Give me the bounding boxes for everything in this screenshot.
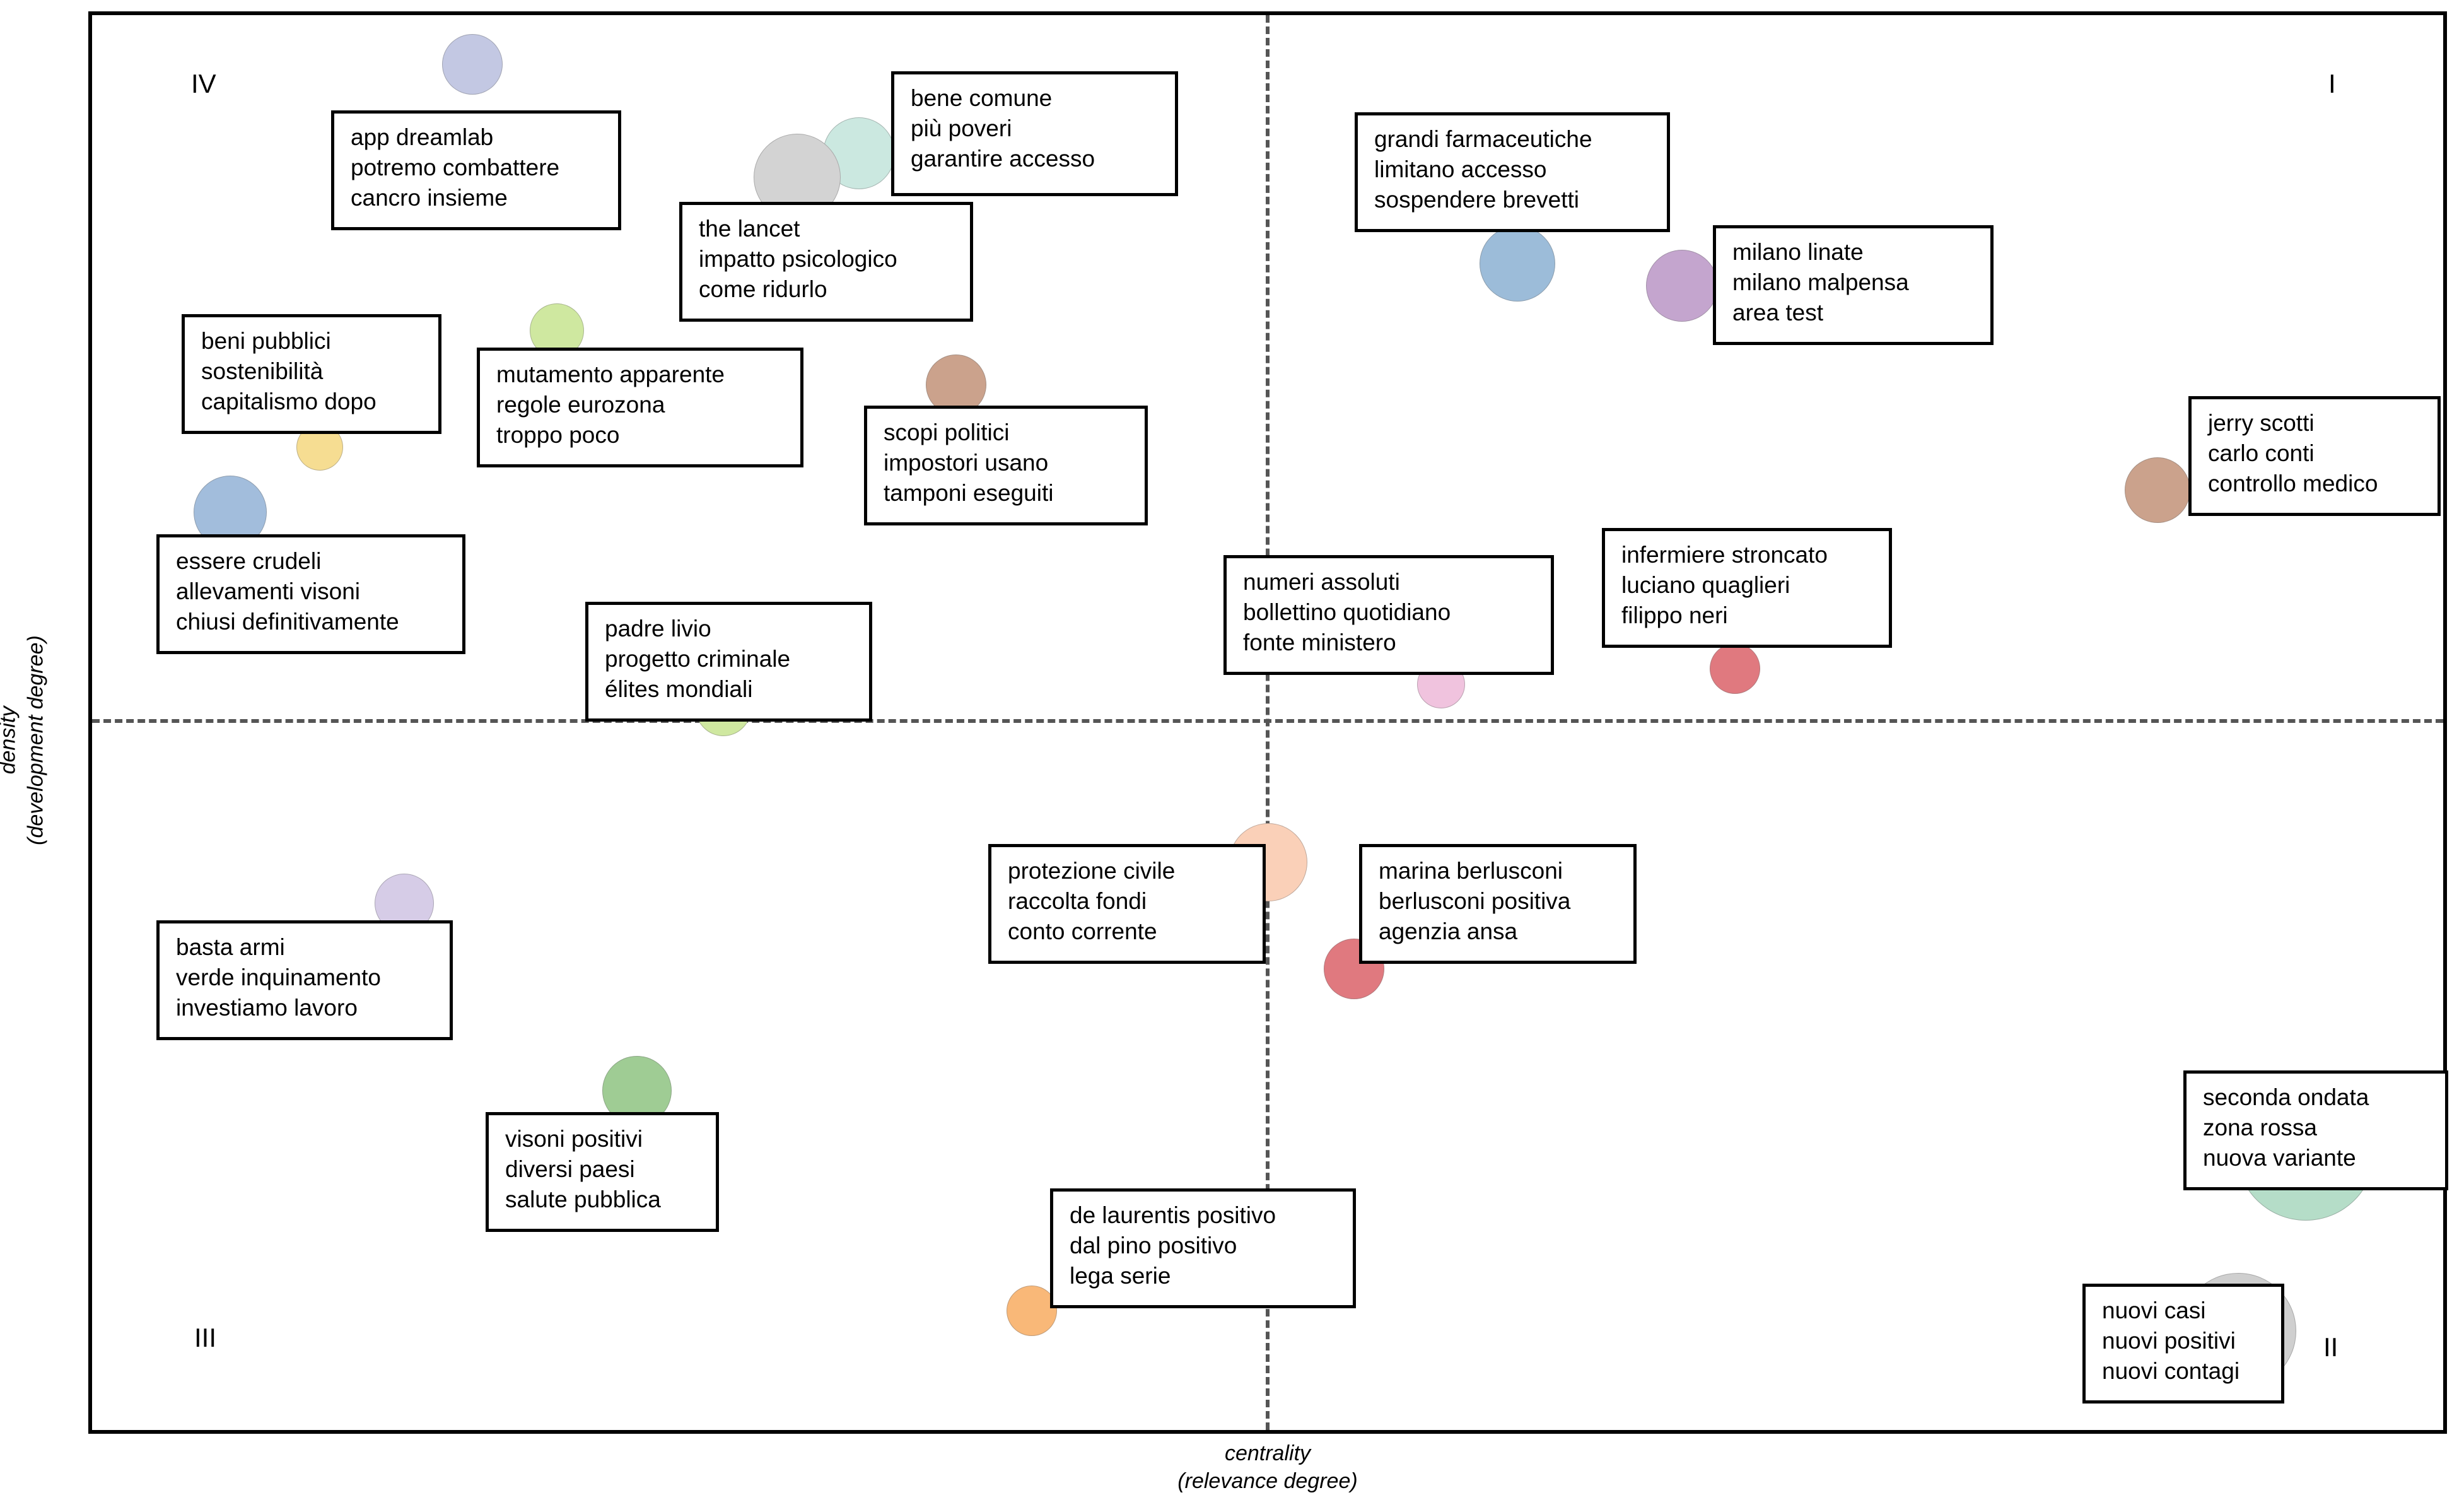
- cluster-term: salute pubblica: [505, 1187, 661, 1213]
- cluster-term: bene comune: [911, 85, 1053, 111]
- cluster-term: luciano quaglieri: [1621, 572, 1790, 599]
- cluster-term: verde inquinamento: [176, 964, 381, 991]
- cluster-bubble-milano-linate[interactable]: [1646, 250, 1718, 322]
- cluster-label-box-padre-livio[interactable]: padre livio progetto criminale élites mond…: [585, 602, 872, 722]
- cluster-label-box-essere-crudeli[interactable]: essere crudeli allevamenti visoni chiusi d…: [156, 534, 465, 654]
- cluster-term: agenzia ansa: [1379, 918, 1518, 945]
- cluster-term: area test: [1732, 300, 1823, 326]
- cluster-label-box-seconda-ondata[interactable]: seconda ondata zona rossa nuova variante: [2183, 1070, 2448, 1190]
- cluster-term: zona rossa: [2203, 1115, 2317, 1141]
- cluster-bubble-grandi-farmaceutiche[interactable]: [1480, 226, 1555, 302]
- cluster-bubble-de-laurentis[interactable]: [1007, 1286, 1057, 1336]
- cluster-term: capitalismo dopo: [201, 389, 377, 415]
- cluster-label-box-marina-berlusconi[interactable]: marina berlusconi berlusconi positiva agen…: [1359, 844, 1637, 964]
- cluster-term: limitano accesso: [1374, 156, 1547, 183]
- cluster-term: mutamento apparente: [496, 361, 725, 387]
- cluster-label-box-beni-pubblici[interactable]: beni pubblici sostenibilità capitalismo do…: [182, 314, 441, 434]
- cluster-term: visoni positivi: [505, 1126, 643, 1152]
- cluster-term: raccolta fondi: [1008, 888, 1147, 915]
- cluster-term: scopi politici: [884, 419, 1010, 445]
- cluster-term: beni pubblici: [201, 328, 331, 354]
- cluster-term: impostori usano: [884, 450, 1049, 476]
- cluster-label-box-mutamento-apparente[interactable]: mutamento apparente regole eurozona troppo…: [477, 348, 803, 467]
- cluster-term: protezione civile: [1008, 858, 1176, 884]
- x-axis-title-line2: (relevance degree): [1177, 1468, 1358, 1493]
- cluster-term: app dreamlab: [351, 124, 494, 150]
- cluster-term: lega serie: [1070, 1263, 1171, 1289]
- cluster-term: nuova variante: [2203, 1145, 2356, 1171]
- cluster-term: milano linate: [1732, 239, 1864, 265]
- x-axis-title-line1: centrality: [1224, 1441, 1311, 1465]
- cluster-term: troppo poco: [496, 422, 620, 448]
- y-axis-title-line2: (development degree): [23, 635, 47, 845]
- quadrant-label-i: I: [2328, 69, 2336, 98]
- cluster-term: sospendere brevetti: [1374, 187, 1579, 213]
- x-axis-title: centrality (relevance degree): [1110, 1440, 1425, 1495]
- cluster-label-box-infermiere-stroncato[interactable]: infermiere stroncato luciano quaglieri fil…: [1602, 528, 1892, 648]
- cluster-term: milano malpensa: [1732, 269, 1909, 296]
- cluster-term: diversi paesi: [505, 1156, 635, 1183]
- cluster-label-box-basta-armi[interactable]: basta armi verde inquinamento investiamo l…: [156, 920, 453, 1040]
- cluster-label-box-bene-comune[interactable]: bene comune più poveri garantire accesso: [891, 71, 1178, 196]
- cluster-term: essere crudeli: [176, 548, 322, 574]
- cluster-term: garantire accesso: [911, 146, 1095, 172]
- y-axis-title: density (development degree): [0, 608, 50, 873]
- cluster-label-box-nuovi-casi[interactable]: nuovi casi nuovi positivi nuovi contagi: [2082, 1284, 2284, 1404]
- cluster-term: fonte ministero: [1243, 630, 1396, 656]
- cluster-label-box-numeri-assoluti[interactable]: numeri assoluti bollettino quotidiano font…: [1223, 555, 1554, 675]
- cluster-term: élites mondiali: [605, 676, 753, 703]
- cluster-term: sostenibilità: [201, 358, 324, 385]
- cluster-term: allevamenti visoni: [176, 578, 361, 605]
- cluster-term: bollettino quotidiano: [1243, 599, 1451, 626]
- quadrant-label-ii: II: [2323, 1332, 2338, 1362]
- quadrant-label-iv: IV: [191, 69, 216, 98]
- cluster-term: jerry scotti: [2208, 410, 2315, 436]
- y-axis-title-line1: density: [0, 706, 20, 775]
- cluster-term: filippo neri: [1621, 602, 1728, 629]
- cluster-label-box-de-laurentis[interactable]: de laurentis positivo dal pino positivo le…: [1050, 1188, 1356, 1308]
- cluster-term: basta armi: [176, 934, 285, 960]
- horizontal-divider-line: [92, 719, 2443, 723]
- cluster-term: berlusconi positiva: [1379, 888, 1571, 915]
- cluster-label-box-milano-linate[interactable]: milano linate milano malpensa area test: [1713, 225, 1994, 345]
- cluster-term: the lancet: [699, 216, 800, 242]
- cluster-term: de laurentis positivo: [1070, 1202, 1276, 1228]
- cluster-term: come ridurlo: [699, 276, 827, 303]
- cluster-term: cancro insieme: [351, 185, 508, 211]
- cluster-term: grandi farmaceutiche: [1374, 126, 1592, 152]
- cluster-term: tamponi eseguiti: [884, 480, 1054, 507]
- cluster-label-box-grandi-farmaceutiche[interactable]: grandi farmaceutiche limitano accesso sosp…: [1355, 112, 1670, 232]
- cluster-term: carlo conti: [2208, 440, 2315, 467]
- cluster-term: nuovi positivi: [2102, 1328, 2236, 1354]
- cluster-term: conto corrente: [1008, 918, 1157, 945]
- cluster-bubble-infermiere-stroncato[interactable]: [1710, 643, 1760, 694]
- cluster-term: numeri assoluti: [1243, 569, 1400, 595]
- cluster-term: impatto psicologico: [699, 246, 897, 273]
- cluster-term: seconda ondata: [2203, 1084, 2369, 1110]
- cluster-term: infermiere stroncato: [1621, 542, 1828, 568]
- cluster-term: nuovi casi: [2102, 1298, 2206, 1323]
- cluster-term: potremo combattere: [351, 155, 560, 181]
- cluster-term: dal pino positivo: [1070, 1233, 1237, 1259]
- cluster-label-box-app-dreamlab[interactable]: app dreamlab potremo combattere cancro ins…: [331, 110, 621, 230]
- cluster-bubble-app-dreamlab[interactable]: [442, 34, 503, 95]
- cluster-label-box-the-lancet[interactable]: the lancet impatto psicologico come ridurl…: [679, 202, 973, 322]
- cluster-term: progetto criminale: [605, 646, 791, 672]
- cluster-label-box-protezione-civile[interactable]: protezione civile raccolta fondi conto cor…: [988, 844, 1266, 964]
- cluster-term: controllo medico: [2208, 471, 2378, 497]
- cluster-label-box-scopi-politici[interactable]: scopi politici impostori usano tamponi ese…: [864, 406, 1148, 525]
- cluster-term: marina berlusconi: [1379, 858, 1563, 884]
- cluster-term: regole eurozona: [496, 392, 665, 418]
- cluster-label-box-jerry-scotti[interactable]: jerry scotti carlo conti controllo medico: [2188, 396, 2441, 516]
- cluster-term: chiusi definitivamente: [176, 609, 399, 635]
- cluster-term: investiamo lavoro: [176, 995, 358, 1021]
- quadrant-label-iii: III: [194, 1323, 217, 1352]
- cluster-term: più poveri: [911, 115, 1012, 142]
- cluster-term: padre livio: [605, 616, 711, 642]
- cluster-term: nuovi contagi: [2102, 1358, 2240, 1385]
- cluster-label-box-visoni-positivi[interactable]: visoni positivi diversi paesi salute pubbl…: [486, 1112, 719, 1232]
- cluster-bubble-jerry-scotti[interactable]: [2125, 457, 2190, 523]
